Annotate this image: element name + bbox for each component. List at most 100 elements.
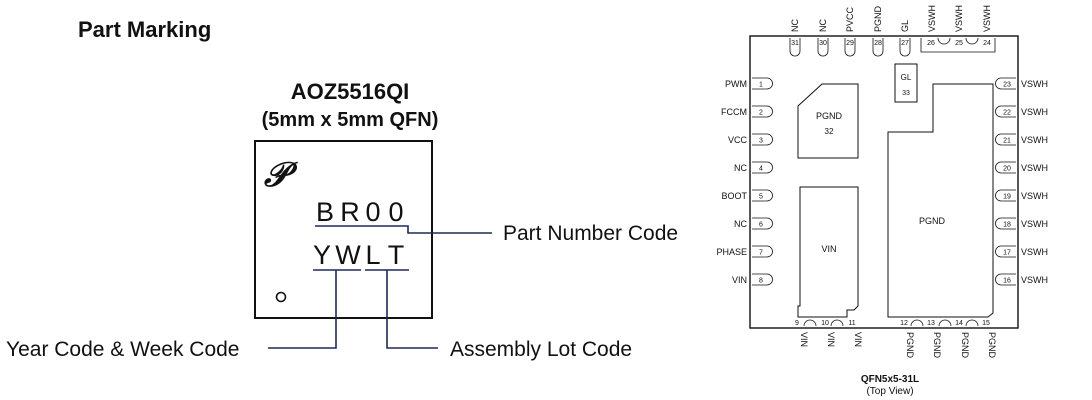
pin-19-name: VSWH [1021,191,1048,201]
pin-1-pad [752,77,773,90]
pin-30: 30 NC [817,19,829,57]
pgnd-32-pad [797,83,859,159]
pin-29: 29 PVCC [844,6,856,57]
pin-21-name: VSWH [1021,135,1048,145]
pin-18-num: 18 [1003,222,1011,229]
pin-1-name: PWM [725,79,747,89]
pin-14-num: 14 [955,320,963,327]
callout-lines [268,225,492,349]
pin-13: 13 PGND [910,319,942,359]
pin-1-num: 1 [759,82,763,89]
pin-26: 26 VSWH [927,5,951,47]
pin-17-pad [995,245,1016,258]
pin-12-num: 12 [900,320,908,327]
pin-10-num: 10 [821,320,829,327]
pin-3-num: 3 [759,138,763,145]
pin-15: 15 PGND [965,319,997,359]
pin-4-num: 4 [759,166,763,173]
pin-25-name: VSWH [954,5,964,32]
pin-12-name: PGND [905,332,915,359]
pin-15-notch [965,319,979,327]
pgnd-main-pad [887,83,994,318]
pin-23-name: VSWH [1021,79,1048,89]
marking-char: B [316,197,334,227]
pin-20-pad [995,161,1016,174]
pin-24: 24 VSWH [982,5,992,47]
pin-17-name: VSWH [1021,247,1048,257]
pin-7: 7 PHASE [716,245,773,258]
pin-18-pad [995,217,1016,230]
top-pins: 31 NC 30 NC 29 PVCC 28 PGND 27 GL 26 VSW… [789,5,996,57]
pin-17-num: 17 [1003,250,1011,257]
pin-2: 2 FCCM [721,105,773,118]
vin-pad-label: VIN [821,244,836,254]
pgnd-main-pad-label: PGND [919,216,946,226]
pin-7-pad [752,245,773,258]
pin-8-num: 8 [759,278,763,285]
pin-17: 17 VSWH [995,245,1048,258]
pin-31-pad [789,38,801,57]
pin-20: 20 VSWH [995,161,1048,174]
pin-14-name: PGND [960,332,970,359]
pin-8-name: VIN [732,275,747,285]
pin-12: 12 PGND [900,320,915,359]
pin-23-pad [995,77,1016,90]
pin-31-name: NC [790,19,800,32]
marking-char: R [340,197,360,227]
pin-4-pad [752,161,773,174]
pin-15-name: PGND [987,332,997,359]
pin-10-name: VIN [826,332,836,347]
pin-13-notch [910,319,924,327]
marking-char: W [335,240,361,270]
pin-20-name: VSWH [1021,163,1048,173]
left-pins: 1 PWM 2 FCCM 3 VCC 4 NC 5 BOOT 6 NC [716,77,773,286]
pin-29-pad [844,38,856,57]
marking-char: L [365,240,380,270]
pgnd-32-num: 32 [825,127,834,136]
pin-19: 19 VSWH [995,189,1048,202]
pin-3-name: VCC [728,135,748,145]
pin-2-name: FCCM [721,107,747,117]
pin-21-num: 21 [1003,138,1011,145]
section-title: Part Marking [78,17,211,42]
pin-15-num: 15 [982,320,990,327]
pin-16-num: 16 [1003,278,1011,285]
assembly-lot-leader [386,270,438,349]
pin-27-name: GL [900,20,910,32]
pin-27: 27 GL [899,20,911,57]
pin-28-name: PGND [873,5,883,32]
part-number-leader [315,225,492,234]
pin-2-num: 2 [759,110,763,117]
marking-char: 0 [388,197,403,227]
pin-25: 25 VSWH [954,5,979,47]
pin-21: 21 VSWH [995,133,1048,146]
pin-28: 28 PGND [872,5,884,57]
marking-char: T [388,240,405,270]
pin-8-pad [752,273,773,286]
pin-5-pad [752,189,773,202]
pin-26-notch [937,37,951,45]
package-outline [254,140,433,319]
pin-7-name: PHASE [716,247,747,257]
pin-19-num: 19 [1003,194,1011,201]
pin-27-pad [899,38,911,57]
pin-19-pad [995,189,1016,202]
pin-31-num: 31 [791,40,799,47]
pin-22: 22 VSWH [995,105,1048,118]
pin-5-num: 5 [759,194,763,201]
pin-21-pad [995,133,1016,146]
pin-23-num: 23 [1003,82,1011,89]
pin-11: 11 VIN [848,320,863,347]
qfn-body [749,35,1019,329]
package-name: QFN5x5-31L [861,374,919,385]
vswh-top-pad [920,38,996,53]
pin-16-pad [995,273,1016,286]
pin-2-pad [752,105,773,118]
pin-30-num: 30 [819,40,827,47]
pin-4: 4 NC [734,161,773,174]
pin-28-num: 28 [874,40,882,47]
pin-26-num: 26 [927,40,935,47]
pin-25-notch [965,37,979,45]
view-label: (Top View) [866,386,913,397]
pin-6-pad [752,217,773,230]
